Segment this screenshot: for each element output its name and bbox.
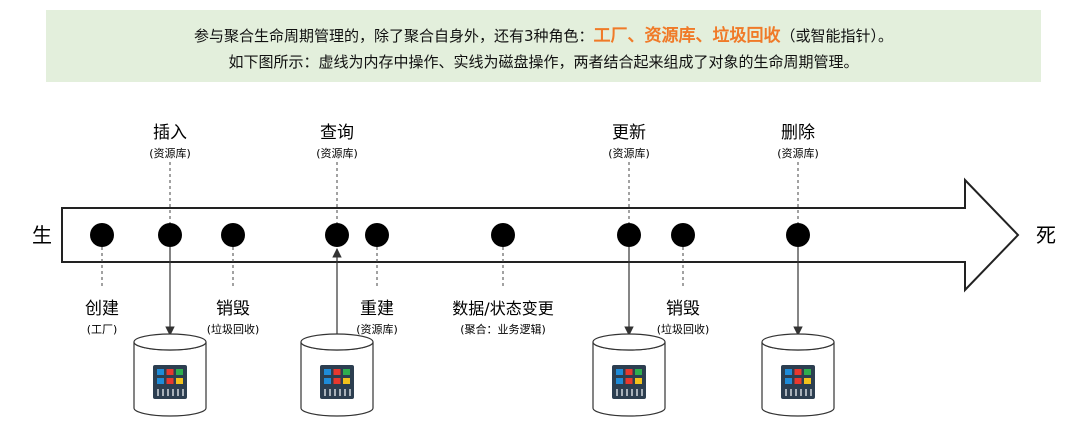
banner-line-2: 如下图所示：虚线为内存中操作、实线为磁盘操作，两者结合起来组成了对象的生命周期管… (228, 53, 859, 71)
node-create: 创建 (工厂) (85, 223, 119, 336)
node-label: 删除 (781, 123, 815, 143)
server-led (157, 378, 164, 384)
database-icon (133, 333, 207, 417)
server-led (804, 369, 811, 375)
cylinder-top (133, 333, 207, 351)
node-label: 更新 (612, 123, 646, 143)
server-led (333, 378, 341, 384)
banner-line-1-suffix: （或智能指针）。 (780, 27, 894, 45)
node-label: 插入 (153, 123, 187, 143)
node-sublabel: (垃圾回收) (207, 322, 260, 336)
node-change: 数据/状态变更 (聚合：业务逻辑) (452, 223, 554, 336)
node-label: 销毁 (666, 299, 700, 319)
database-icon (761, 333, 835, 417)
node-rebuild: 重建 (资源库) (356, 223, 398, 336)
server-led (343, 378, 350, 384)
banner-line-1: 参与聚合生命周期管理的，除了聚合自身外，还有3种角色：工厂、资源库、垃圾回收（或… (46, 21, 1041, 46)
server-led (785, 378, 792, 384)
node-dot (617, 223, 641, 247)
node-dot (325, 223, 349, 247)
database-icon (300, 333, 374, 417)
server-led (635, 378, 642, 384)
node-dot (158, 223, 182, 247)
node-label: 数据/状态变更 (452, 299, 553, 318)
info-banner: 参与聚合生命周期管理的，除了聚合自身外，还有3种角色：工厂、资源库、垃圾回收（或… (46, 10, 1041, 82)
server-led (785, 369, 792, 375)
server-led (625, 378, 633, 384)
node-query: 查询 (资源库) (316, 123, 358, 335)
server-led (157, 369, 164, 375)
node-dot (491, 223, 515, 247)
node-sublabel: (垃圾回收) (657, 322, 710, 336)
cylinder-top (300, 333, 374, 351)
server-led (176, 378, 183, 384)
start-label: 生 (32, 223, 52, 247)
lifecycle-nodes: 创建 (工厂) 插入 (资源库) 销毁 (垃圾回收) 查询 (资源库) 重建 (资源库) 数据/状态… (85, 123, 819, 336)
banner-line-1-prefix: 参与聚合生命周期管理的，除了聚合自身外，还有3种角色： (193, 27, 594, 45)
server-led (625, 369, 633, 375)
node-delete: 删除 (资源库) (777, 123, 819, 336)
timeline-arrow (61, 177, 1020, 293)
node-dot (365, 223, 389, 247)
node-dot (786, 223, 810, 247)
server-led (324, 378, 331, 384)
node-dot (90, 223, 114, 247)
node-dot (221, 223, 245, 247)
server-led (333, 369, 341, 375)
server-led (176, 369, 183, 375)
node-insert: 插入 (资源库) (149, 123, 191, 336)
server-led (616, 369, 623, 375)
node-label: 查询 (320, 123, 354, 143)
server-led (324, 369, 331, 375)
cylinder-top (761, 333, 835, 351)
node-sublabel: (资源库) (608, 146, 650, 160)
node-label: 销毁 (216, 299, 250, 319)
node-destroy2: 销毁 (垃圾回收) (657, 223, 710, 336)
database-icon (592, 333, 666, 417)
end-label: 死 (1036, 223, 1056, 247)
server-led (616, 378, 623, 384)
cylinder-top (592, 333, 666, 351)
node-sublabel: (资源库) (316, 146, 358, 160)
node-sublabel: (资源库) (777, 146, 819, 160)
server-led (343, 369, 350, 375)
server-led (635, 369, 642, 375)
node-destroy1: 销毁 (垃圾回收) (207, 223, 260, 336)
server-led (804, 378, 811, 384)
node-dot (671, 223, 695, 247)
server-led (166, 369, 174, 375)
server-led (166, 378, 174, 384)
node-update: 更新 (资源库) (608, 123, 650, 336)
node-label: 重建 (360, 299, 394, 319)
server-led (794, 369, 802, 375)
node-sublabel: (聚合：业务逻辑) (460, 322, 546, 336)
node-sublabel: (资源库) (356, 322, 398, 336)
server-led (794, 378, 802, 384)
node-sublabel: (资源库) (149, 146, 191, 160)
node-sublabel: (工厂) (87, 323, 118, 336)
node-label: 创建 (85, 299, 119, 319)
banner-roles-highlight: 工厂、资源库、垃圾回收 (593, 26, 781, 46)
database-icons (133, 333, 835, 417)
